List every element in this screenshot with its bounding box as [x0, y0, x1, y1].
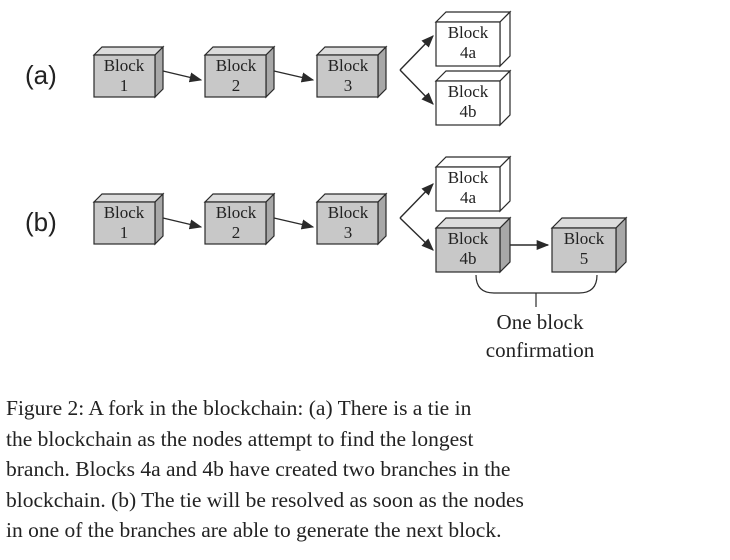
- block-label: Block: [216, 203, 257, 222]
- panel-a-block-4b: Block 4b: [434, 69, 512, 127]
- caption-line: branch. Blocks 4a and 4b have created tw…: [6, 457, 511, 481]
- panel-a-block-1: Block 1: [92, 45, 165, 99]
- block-label: Block: [564, 229, 605, 248]
- arrow: [399, 183, 434, 219]
- confirmation-label-line1: One block: [497, 310, 584, 334]
- caption-line: in one of the branches are able to gener…: [6, 518, 502, 542]
- arrow: [399, 35, 434, 71]
- block-number: 2: [232, 223, 241, 242]
- confirmation-label-line2: confirmation: [486, 338, 595, 362]
- block-number: 4b: [460, 102, 477, 121]
- block-number: 1: [120, 76, 129, 95]
- panel-a-block-2: Block 2: [203, 45, 276, 99]
- arrow: [399, 217, 434, 251]
- figure-caption: Figure 2: A fork in the blockchain: (a) …: [6, 393, 728, 546]
- arrow: [399, 69, 434, 105]
- block-label: Block: [216, 56, 257, 75]
- block-label: Block: [104, 203, 145, 222]
- block-label: Block: [328, 203, 369, 222]
- panel-a-block-4a: Block 4a: [434, 10, 512, 68]
- panel-b-block-4a: Block 4a: [434, 155, 512, 213]
- caption-line: the blockchain as the nodes attempt to f…: [6, 426, 474, 451]
- block-label: Block: [328, 56, 369, 75]
- panel-b-block-3: Block 3: [315, 192, 388, 246]
- block-number: 3: [344, 76, 353, 95]
- block-number: 3: [344, 223, 353, 242]
- arrow: [273, 70, 315, 83]
- block-number: 2: [232, 76, 241, 95]
- block-number: 4b: [460, 249, 477, 268]
- panel-b-label: (b): [25, 207, 57, 237]
- block-label: Block: [448, 23, 489, 42]
- block-label: Block: [448, 82, 489, 101]
- arrow: [162, 70, 203, 83]
- caption-line: blockchain. (b) The tie will be resolved…: [6, 487, 524, 512]
- block-number: 5: [580, 249, 589, 268]
- caption-line: Figure 2: A fork in the blockchain: (a) …: [6, 396, 472, 420]
- block-label: Block: [448, 168, 489, 187]
- arrow: [273, 217, 315, 230]
- block-label: Block: [448, 229, 489, 248]
- panel-b-block-5: Block 5: [550, 216, 628, 274]
- confirmation-bracket: [475, 274, 598, 294]
- block-number: 1: [120, 223, 129, 242]
- panel-b-block-1: Block 1: [92, 192, 165, 246]
- block-number: 4a: [460, 43, 477, 62]
- arrow: [162, 217, 203, 230]
- block-label: Block: [104, 56, 145, 75]
- panel-a-label: (a): [25, 60, 57, 90]
- panel-a-block-3: Block 3: [315, 45, 388, 99]
- panel-b-block-2: Block 2: [203, 192, 276, 246]
- panel-b-block-4b: Block 4b: [434, 216, 512, 274]
- block-number: 4a: [460, 188, 477, 207]
- blockchain-fork-diagram: (a) Block 1 Block 2 Block 3 Block 4a Blo…: [25, 10, 628, 362]
